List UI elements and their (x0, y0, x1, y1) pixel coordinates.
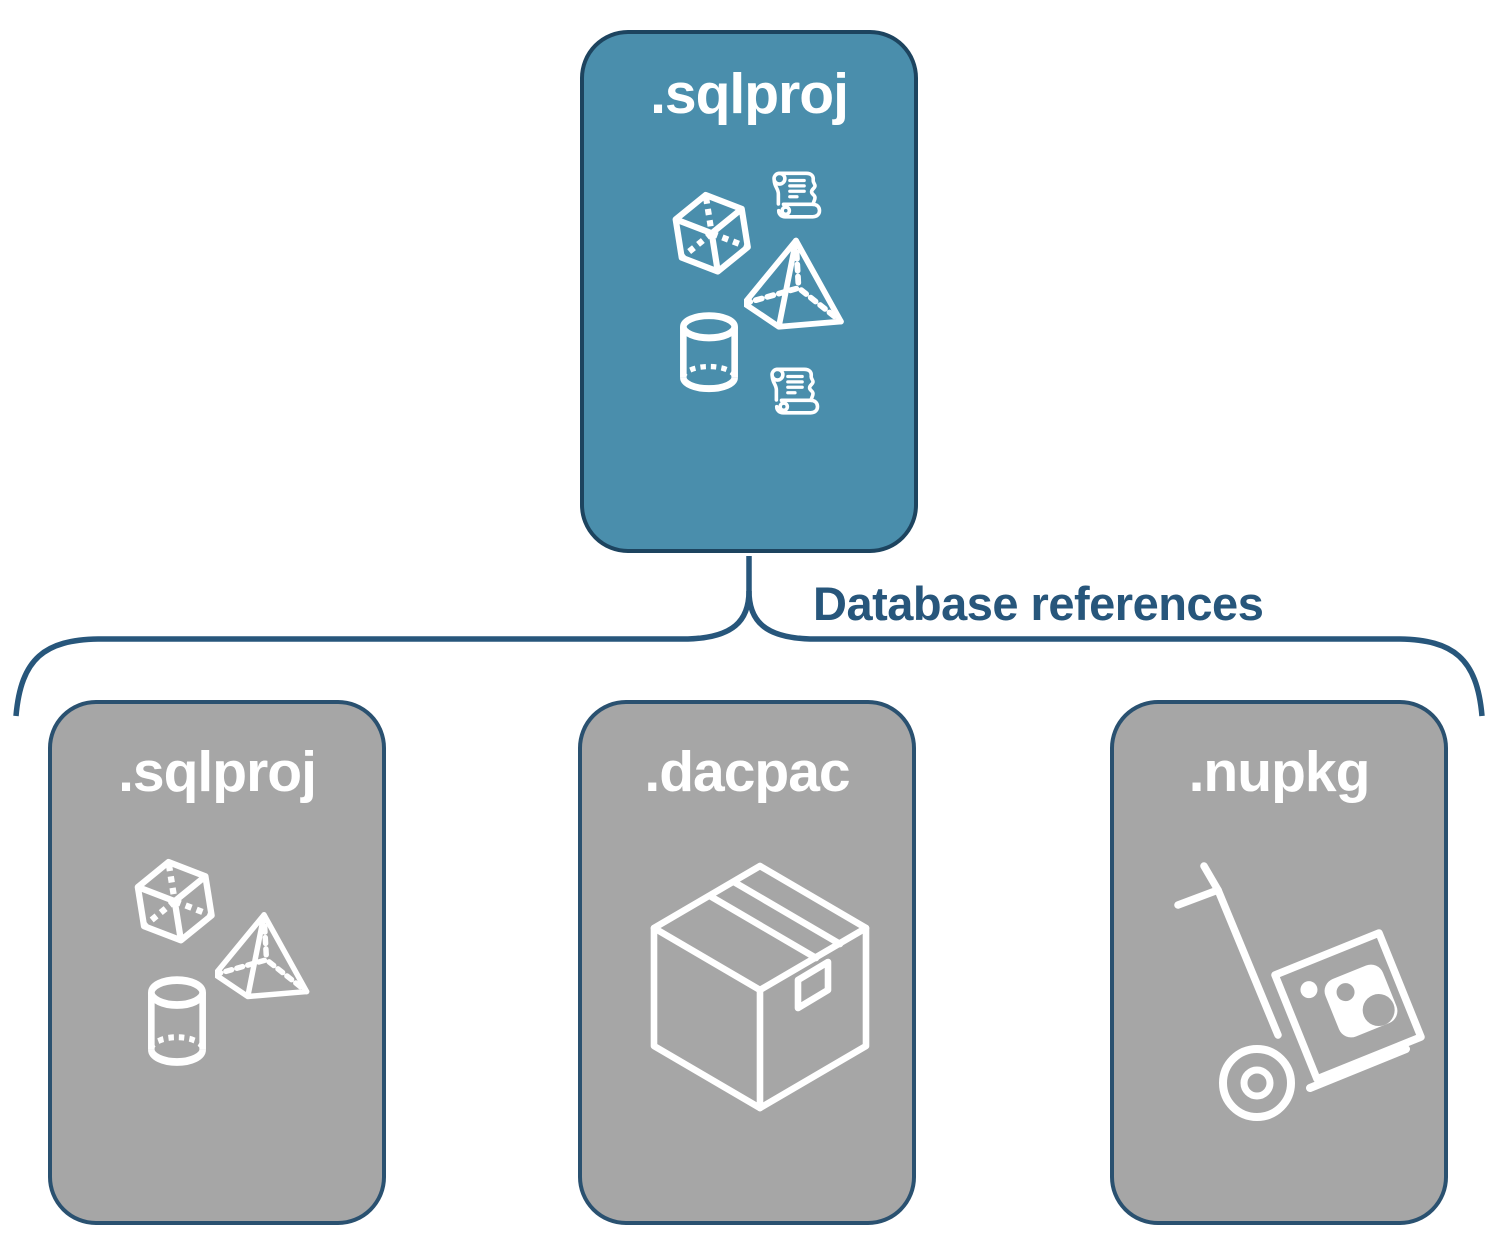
nuget-hand-truck-icon (1174, 862, 1425, 1121)
hand-truck-toe-plate (1306, 1045, 1410, 1092)
cylinder-icon (680, 312, 738, 393)
script-scroll-icon (772, 171, 822, 219)
root-node-title: .sqlproj (650, 62, 849, 126)
pyramid-icon (215, 912, 310, 1000)
child-node-title: .dacpac (644, 740, 850, 804)
node-child-dacpac: .dacpac (578, 700, 916, 1225)
connector-label: Database references (813, 577, 1264, 630)
hand-truck-wheel (1219, 1045, 1295, 1121)
cube-icon (134, 858, 215, 944)
node-child-nupkg: .nupkg (1110, 700, 1448, 1225)
hand-truck-crossbar (1174, 886, 1222, 909)
pyramid-icon (744, 237, 844, 330)
child-node-title: .sqlproj (118, 740, 317, 804)
cylinder-icon (148, 976, 206, 1066)
hand-truck-wheel-hub (1240, 1066, 1274, 1100)
node-child-sqlproj: .sqlproj (48, 700, 386, 1225)
connector-left-arm (13, 590, 752, 717)
package-box-icon (650, 862, 870, 1112)
script-scroll-icon (770, 367, 820, 415)
cube-icon (672, 191, 751, 275)
nuget-package-outline (1271, 929, 1425, 1083)
node-root-sqlproj: .sqlproj (580, 30, 918, 553)
child-node-title: .nupkg (1188, 740, 1371, 804)
nuget-logo (1300, 964, 1398, 1038)
